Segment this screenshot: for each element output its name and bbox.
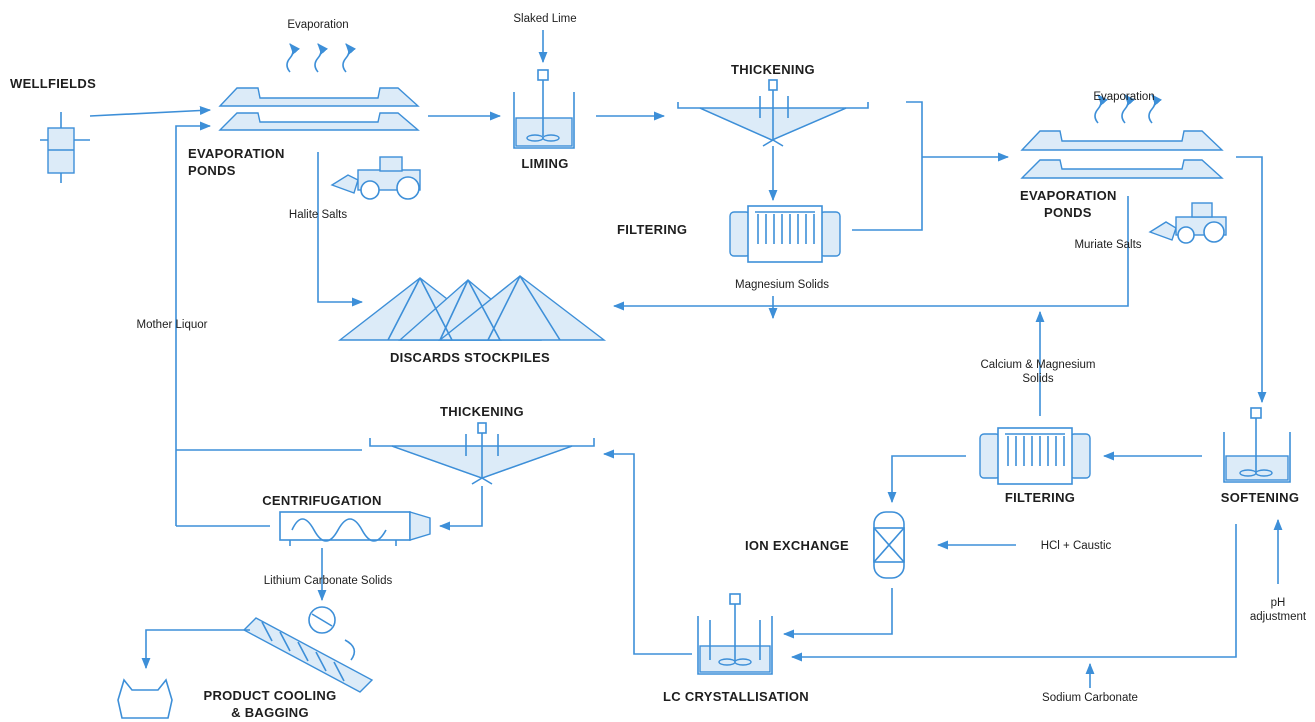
ion-exchange-label: ION EXCHANGE xyxy=(745,538,849,553)
halite-salts-label: Halite Salts xyxy=(289,209,347,221)
flow-lines xyxy=(89,30,1283,688)
slaked-lime-label: Slaked Lime xyxy=(513,13,576,25)
ion-exchange-column-icon xyxy=(873,511,905,579)
ca-mg-solids-label-line2: Solids xyxy=(1022,373,1054,385)
evaporation-vapor-1-icon xyxy=(286,43,356,73)
ph-adjustment-label-line2: adjustment xyxy=(1250,611,1307,623)
liming-label: LIMING xyxy=(521,156,568,171)
liming-tank-icon xyxy=(513,69,575,149)
hcl-caustic-label: HCl + Caustic xyxy=(1041,540,1112,552)
filtering-2-label: FILTERING xyxy=(1005,490,1075,505)
evaporation-ponds-1-label-line2: PONDS xyxy=(188,163,236,178)
evaporation-vapor-2-icon xyxy=(1094,94,1162,124)
thickener-1-icon xyxy=(677,79,869,147)
centrifugation-label: CENTRIFUGATION xyxy=(262,493,382,508)
thickening-1-label: THICKENING xyxy=(731,62,815,77)
magnesium-solids-label: Magnesium Solids xyxy=(735,279,829,291)
mother-liquor-label: Mother Liquor xyxy=(137,319,208,331)
ca-mg-solids-label-line1: Calcium & Magnesium xyxy=(980,359,1095,371)
evaporation-ponds-2-icon xyxy=(1020,130,1224,179)
wellfields-label: WELLFIELDS xyxy=(10,76,96,91)
wellfields-wellhead-icon xyxy=(40,112,90,183)
front-loader-2-icon xyxy=(1148,202,1227,244)
centrifuge-icon xyxy=(279,511,431,546)
evaporation-ponds-2-label-line2: PONDS xyxy=(1044,205,1092,220)
lc-crystallisation-label: LC CRYSTALLISATION xyxy=(663,689,809,704)
lc-crystallisation-tank-icon xyxy=(697,593,773,675)
product-cooling-label-line1: PRODUCT COOLING xyxy=(203,688,336,703)
evaporation-ponds-2-label-line1: EVAPORATION xyxy=(1020,188,1117,203)
product-cooling-conveyor-icon xyxy=(242,606,374,693)
evaporation-label-2: Evaporation xyxy=(1093,91,1154,103)
evaporation-ponds-1-icon xyxy=(218,87,420,131)
product-cooling-label-line2: & BAGGING xyxy=(231,705,309,720)
softening-label: SOFTENING xyxy=(1221,490,1300,505)
discards-stockpiles-icon xyxy=(337,275,607,341)
thickener-2-icon xyxy=(369,422,595,485)
filtering-1-label: FILTERING xyxy=(617,222,687,237)
sodium-carbonate-label: Sodium Carbonate xyxy=(1042,692,1138,704)
front-loader-1-icon xyxy=(330,156,421,200)
thickening-2-label: THICKENING xyxy=(440,404,524,419)
lithium-carbonate-solids-label: Lithium Carbonate Solids xyxy=(264,575,393,587)
discards-stockpiles-label: DISCARDS STOCKPILES xyxy=(390,350,550,365)
muriate-salts-label: Muriate Salts xyxy=(1074,239,1141,251)
product-bag-icon xyxy=(117,678,173,719)
evaporation-label-1: Evaporation xyxy=(287,19,348,31)
ph-adjustment-label-line1: pH xyxy=(1271,597,1286,609)
softening-tank-icon xyxy=(1223,407,1291,483)
filter-press-1-icon xyxy=(729,205,841,263)
evaporation-ponds-1-label-line1: EVAPORATION xyxy=(188,146,285,161)
filter-press-2-icon xyxy=(979,427,1091,485)
